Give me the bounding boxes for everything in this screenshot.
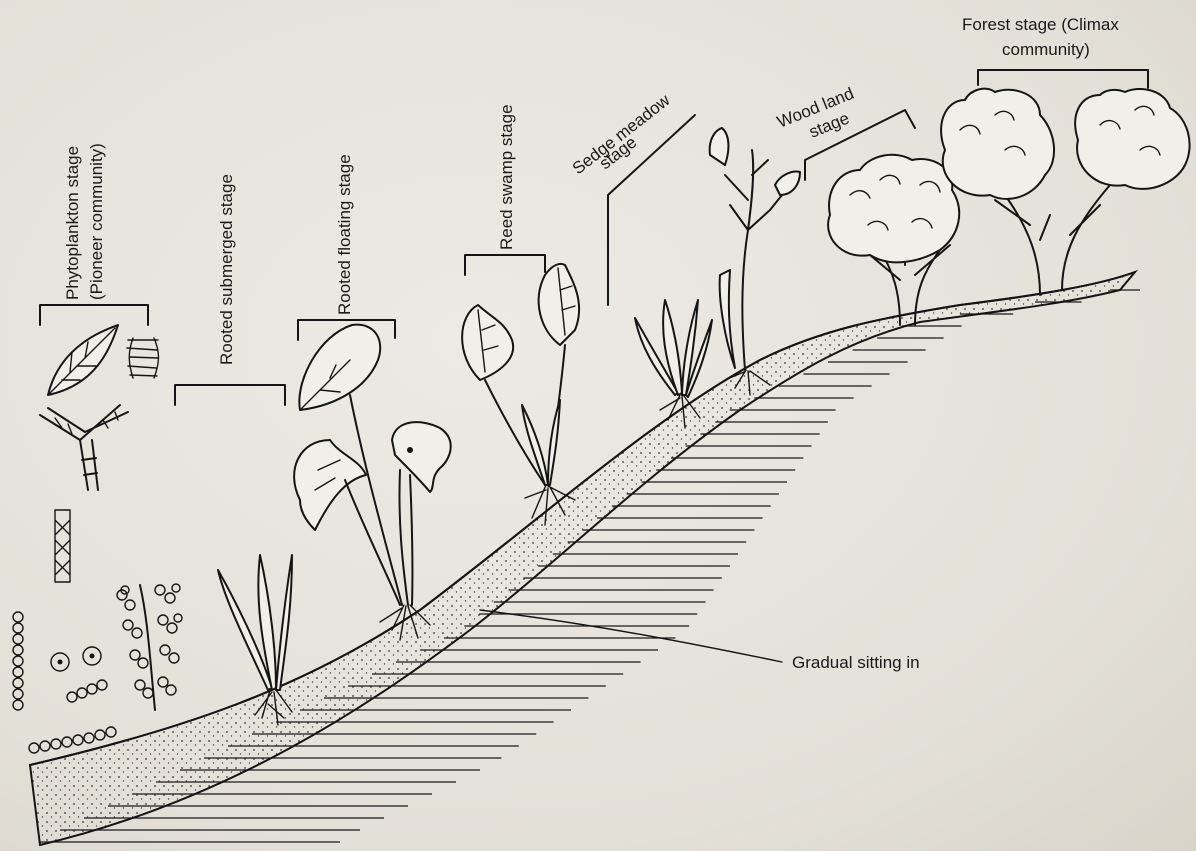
sediment-layer bbox=[30, 272, 1135, 845]
label-rooted-floating: Rooted floating stage bbox=[335, 154, 354, 315]
reed-swamp-plant bbox=[462, 264, 579, 525]
label-phytoplankton-line1: Phytoplankton stage bbox=[63, 146, 82, 300]
label-forest-line2: community) bbox=[1002, 40, 1090, 59]
submerged-bracket bbox=[175, 385, 285, 405]
silting-pointer-line bbox=[480, 610, 782, 662]
phytoplankton-bracket bbox=[40, 305, 148, 325]
label-sedge-line1: Sedge meadow bbox=[569, 90, 674, 178]
reed-bracket bbox=[465, 255, 545, 275]
label-reed-swamp: Reed swamp stage bbox=[497, 104, 516, 250]
phytoplankton-organisms bbox=[13, 325, 182, 753]
woodland-tree bbox=[828, 155, 959, 325]
label-forest-line1: Forest stage (Climax bbox=[962, 15, 1119, 34]
forest-trees bbox=[941, 89, 1190, 295]
rooted-floating-plant bbox=[294, 325, 451, 640]
label-rooted-submerged: Rooted submerged stage bbox=[217, 174, 236, 365]
label-gradual-silting: Gradual sitting in bbox=[792, 653, 920, 672]
forest-bracket bbox=[978, 70, 1148, 88]
label-phytoplankton-line2: (Pioneer community) bbox=[87, 143, 106, 300]
